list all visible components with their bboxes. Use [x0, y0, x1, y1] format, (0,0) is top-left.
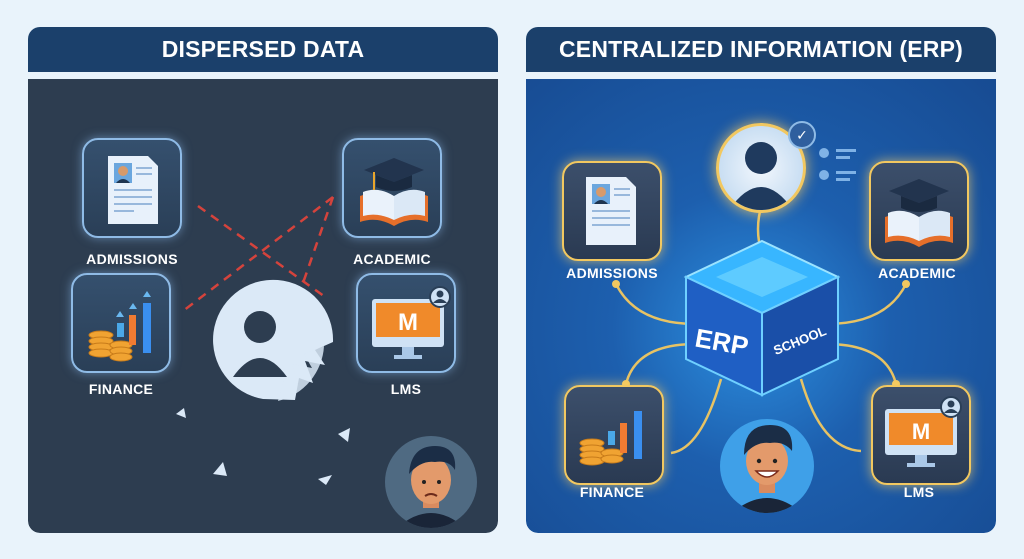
finance-card[interactable] — [71, 273, 171, 373]
svg-text:M: M — [398, 309, 418, 336]
worried-person-avatar — [385, 436, 477, 528]
academic-card[interactable] — [342, 138, 442, 238]
panel-body: ADMISSIONS ACADEMIC FINANCE — [28, 79, 498, 533]
document-id-icon — [108, 156, 158, 224]
broken-user-icon — [176, 279, 350, 485]
admissions-card[interactable] — [562, 161, 662, 261]
finance-label: FINANCE — [88, 381, 154, 397]
lms-card[interactable]: M — [356, 273, 456, 373]
lms-label: LMS — [903, 484, 935, 500]
monitor-m-icon: M — [885, 396, 962, 467]
dispersed-data-panel: DISPERSED DATA ADMISSIONS — [28, 27, 498, 533]
erp-cube-icon: ERP SCHOOL — [683, 239, 841, 397]
academic-label: ACADEMIC — [878, 265, 956, 281]
coins-chart-icon — [579, 411, 642, 466]
svg-text:M: M — [912, 419, 930, 444]
admissions-label: ADMISSIONS — [566, 265, 658, 281]
graduation-book-icon — [360, 158, 428, 226]
finance-label: FINANCE — [579, 484, 645, 500]
admissions-label: ADMISSIONS — [86, 251, 178, 267]
academic-card[interactable] — [869, 161, 969, 261]
finance-card[interactable] — [564, 385, 664, 485]
document-id-icon — [586, 177, 636, 245]
academic-label: ACADEMIC — [353, 251, 431, 267]
monitor-m-icon: M — [372, 286, 451, 359]
lms-card[interactable]: M — [871, 385, 971, 485]
checklist-icon — [819, 148, 856, 181]
lms-label: LMS — [390, 381, 422, 397]
graduation-book-icon — [885, 179, 953, 247]
happy-person-avatar — [720, 419, 814, 513]
centralized-info-panel: CENTRALIZED INFORMATION (ERP) ✓ — [526, 27, 996, 533]
checkmark-badge-icon: ✓ — [788, 121, 816, 149]
panel-title: CENTRALIZED INFORMATION (ERP) — [526, 27, 996, 72]
coins-chart-icon — [88, 291, 151, 362]
panel-body: ✓ ERP SCHOOL ADMISSIONS — [526, 79, 996, 533]
admissions-card[interactable] — [82, 138, 182, 238]
panel-title: DISPERSED DATA — [28, 27, 498, 72]
